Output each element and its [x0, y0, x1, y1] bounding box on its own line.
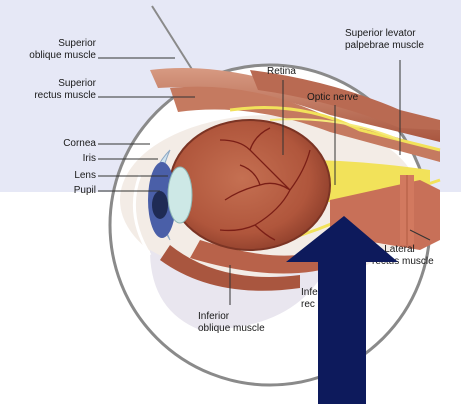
up-arrow-icon	[286, 216, 398, 404]
